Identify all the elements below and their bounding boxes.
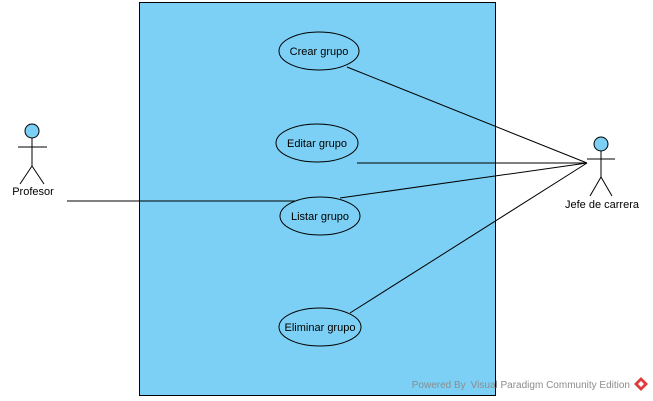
association-jefe-listar xyxy=(339,162,588,199)
use-case-ellipse xyxy=(275,123,359,163)
associations xyxy=(67,66,588,314)
actor-figure-icon xyxy=(18,123,47,185)
actor-jefe-de-carrera[interactable]: Jefe de carrera xyxy=(565,136,640,211)
visual-paradigm-logo-icon xyxy=(634,377,648,391)
actor-figure-icon xyxy=(587,136,615,197)
use-case-eliminar-grupo[interactable]: Eliminar grupo xyxy=(278,307,362,347)
watermark-text: Powered By Visual Paradigm Community Edi… xyxy=(412,380,630,391)
use-case-ellipse xyxy=(278,31,360,71)
use-case-label: Crear grupo xyxy=(290,46,349,58)
watermark: Powered By Visual Paradigm Community Edi… xyxy=(412,377,648,391)
actor-label: Jefe de carrera xyxy=(565,199,640,211)
association-jefe-crear xyxy=(346,66,588,164)
use-case-crear-grupo[interactable]: Crear grupo xyxy=(278,31,360,71)
use-case-label: Listar grupo xyxy=(291,211,349,223)
use-case-listar-grupo[interactable]: Listar grupo xyxy=(279,196,361,236)
use-case-ellipse xyxy=(279,196,361,236)
use-case-label: Editar grupo xyxy=(287,138,347,150)
use-case-editar-grupo[interactable]: Editar grupo xyxy=(275,123,359,163)
use-case-label: Eliminar grupo xyxy=(285,322,356,334)
use-case-ellipse xyxy=(278,307,362,347)
actor-profesor[interactable]: Profesor xyxy=(12,123,54,198)
actor-label: Profesor xyxy=(12,186,54,198)
association-jefe-eliminar xyxy=(349,162,588,314)
